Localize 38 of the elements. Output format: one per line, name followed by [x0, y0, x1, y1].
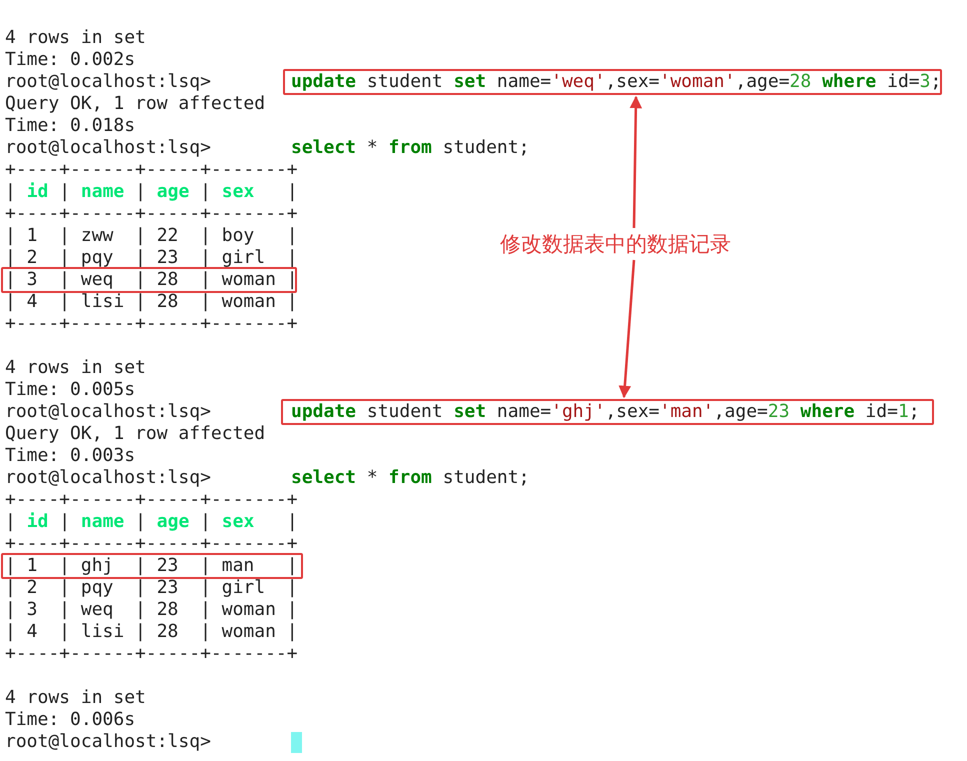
- terminal-output-line: 4 rows in set: [5, 27, 146, 49]
- table-row: | 4 | lisi | 28 | woman |: [5, 291, 298, 313]
- highlighted-row: | 3 | weq | 28 | woman |: [1, 267, 297, 293]
- annotation-text: 修改数据表中的数据记录: [500, 231, 731, 257]
- prompt-text: root@localhost:lsq>: [5, 731, 211, 753]
- command-text: select* from student;: [291, 137, 530, 159]
- terminal-output-line: 4 rows in set: [5, 687, 146, 709]
- highlighted-command: update student set name='ghj',sex='man',age=23 where id=1;: [281, 399, 934, 425]
- table-row: | 2 | pqy | 23 | girl |: [5, 577, 298, 599]
- table-border-line: +----+------+-----+-------+: [5, 533, 298, 555]
- terminal-output-line: Time: 0.002s: [5, 49, 136, 71]
- terminal-output-line: Query OK, 1 row affected: [5, 93, 266, 115]
- table-border-line: +----+------+-----+-------+: [5, 203, 298, 225]
- table-row: | 4 | lisi | 28 | woman |: [5, 621, 298, 643]
- terminal-output-line: Time: 0.018s: [5, 115, 136, 137]
- terminal-output-line: Time: 0.005s: [5, 379, 136, 401]
- arrow: [630, 96, 642, 228]
- terminal-output-line: Time: 0.006s: [5, 709, 136, 731]
- highlighted-command: update student set name='weq',sex='woman',age=28 where id=3;: [283, 69, 942, 95]
- table-header-row: | id | name | age | sex |: [5, 181, 298, 203]
- prompt-text: root@localhost:lsq>: [5, 137, 211, 159]
- terminal-output-line: 4 rows in set: [5, 357, 146, 379]
- table-border-line: +----+------+-----+-------+: [5, 489, 298, 511]
- command-text: select* from student;: [291, 467, 530, 489]
- terminal-output-line: Time: 0.003s: [5, 445, 136, 467]
- table-row: | 1 | zww | 22 | boy |: [5, 225, 298, 247]
- arrow: [618, 260, 636, 398]
- table-border-line: +----+------+-----+-------+: [5, 313, 298, 335]
- table-border-line: +----+------+-----+-------+: [5, 643, 298, 665]
- prompt-text: root@localhost:lsq>: [5, 467, 211, 489]
- prompt-text: root@localhost:lsq>: [5, 71, 211, 93]
- table-border-line: +----+------+-----+-------+: [5, 159, 298, 181]
- prompt-text: root@localhost:lsq>: [5, 401, 211, 423]
- table-row: | 2 | pqy | 23 | girl |: [5, 247, 298, 269]
- table-row: | 3 | weq | 28 | woman |: [5, 599, 298, 621]
- terminal-output-line: Query OK, 1 row affected: [5, 423, 266, 445]
- highlighted-row: | 1 | ghj | 23 | man |: [1, 553, 303, 579]
- table-header-row: | id | name | age | sex |: [5, 511, 298, 533]
